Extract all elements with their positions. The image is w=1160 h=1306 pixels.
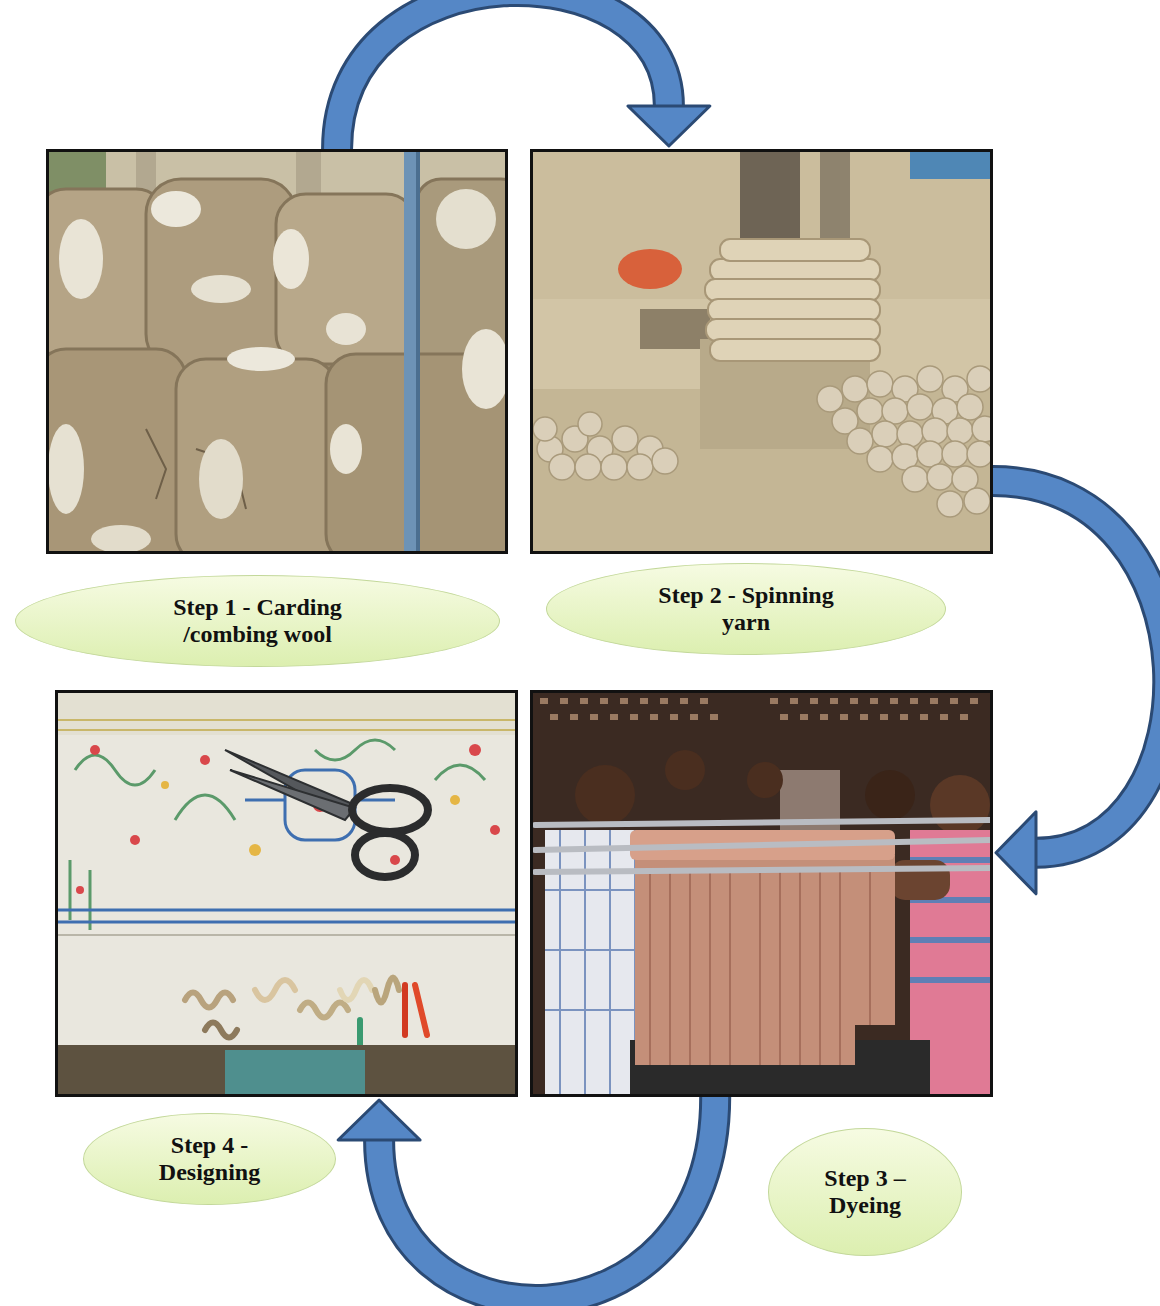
arrow-outline [337, 0, 669, 149]
curved-flow-arrow [993, 481, 1160, 894]
step-label: Step 4 - Designing [142, 1132, 277, 1186]
photo-frame: Step 4 - Designing [55, 690, 518, 1097]
curved-flow-arrow [337, 0, 710, 149]
arrow-body [337, 0, 669, 149]
scissors [225, 750, 428, 877]
curved-flow-arrow [338, 1097, 715, 1300]
step-label: Step 2 - Spinning yarn [636, 582, 856, 636]
arrow-head [996, 812, 1036, 894]
arrow-head [628, 106, 710, 146]
step-label: Step 1 - Carding /combing wool [143, 594, 373, 648]
arrow-outline [379, 1097, 715, 1300]
photo-frame: Step 3 – Dyeing [530, 690, 993, 1097]
wool-bales-photo [36, 149, 526, 564]
dyeing-photo [530, 690, 993, 1097]
step-label-ellipse: Step 2 - Spinning yarn [546, 563, 946, 655]
photo-frame: Step 1 - Carding /combing wool [46, 149, 508, 554]
yarn-pile-photo [530, 149, 998, 554]
arrow-head [338, 1100, 420, 1140]
arrow-outline [993, 481, 1160, 853]
arrow-body [379, 1097, 715, 1300]
step-label-ellipse: Step 1 - Carding /combing wool [15, 575, 500, 667]
step-label-ellipse: Step 4 - Designing [83, 1113, 336, 1205]
photo-frame: Step 2 - Spinning yarn [530, 149, 993, 554]
design-sheet-photo [55, 690, 518, 1097]
arrow-body [993, 481, 1160, 853]
step-label: Step 3 – Dyeing [805, 1165, 925, 1219]
step-label-ellipse: Step 3 – Dyeing [768, 1128, 962, 1256]
